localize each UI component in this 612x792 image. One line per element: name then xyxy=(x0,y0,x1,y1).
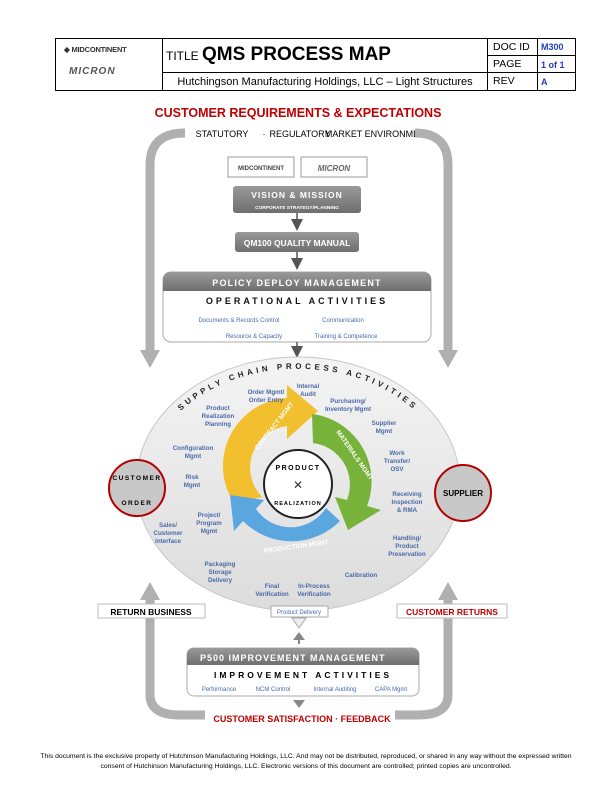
company-emblem-icon: ✕ xyxy=(293,478,303,492)
midcontinent-logo: ◆ MIDCONTINENT xyxy=(64,45,127,54)
midcontinent-small-logo xyxy=(227,156,295,178)
return-business-label: RETURN BUSINESS xyxy=(110,607,192,617)
activity-label: Calibration xyxy=(345,572,378,579)
rev-value: A xyxy=(541,77,548,87)
contract-mgmt-arrow xyxy=(222,385,318,503)
quality-manual-box xyxy=(235,232,359,252)
hub-bottom-label: REALIZATION xyxy=(274,501,322,507)
document-title: QMS PROCESS MAP xyxy=(202,44,391,65)
document-header: ◆ MIDCONTINENT MICRON TITLE QMS PROCESS … xyxy=(55,38,576,91)
company-logos: ◆ MIDCONTINENT MICRON xyxy=(56,39,163,90)
operational-activities: OPERATIONAL ACTIVITIES xyxy=(206,296,388,306)
product-delivery-label: Product Delivery xyxy=(277,610,321,616)
svg-text:·: · xyxy=(263,129,266,139)
improvement-item: Performance xyxy=(202,687,237,693)
materials-mgmt-arrow xyxy=(312,414,381,530)
svg-text:QM100 QUALITY MANUAL: QM100 QUALITY MANUAL xyxy=(244,238,351,248)
policy-item: Communication xyxy=(322,318,364,324)
svg-text:·: · xyxy=(336,129,339,139)
product-realization-hub xyxy=(263,449,333,519)
left-bottom-flow-arrow xyxy=(145,600,205,720)
improvement-item: CAPA Mgmt xyxy=(375,687,408,693)
env-market: MARKET ENVIRONMENT xyxy=(325,129,432,139)
customer-returns-box xyxy=(396,603,508,619)
customer-order-label: CUSTOMER xyxy=(112,475,161,482)
svg-text:MIDCONTINENT: MIDCONTINENT xyxy=(238,166,284,172)
hub-top-label: PRODUCT xyxy=(275,465,320,472)
svg-text:MICRON: MICRON xyxy=(318,164,351,173)
improvement-activities: IMPROVEMENT ACTIVITIES xyxy=(214,670,392,680)
activity-label: Order Mgmt/Order Entry xyxy=(248,389,285,404)
doc-id-value: M300 xyxy=(541,42,564,52)
policy-item: Training & Competence xyxy=(315,334,378,340)
title-label: TITLE xyxy=(166,49,199,63)
page-label: PAGE xyxy=(493,58,522,70)
micron-small-logo xyxy=(300,156,368,178)
svg-text:ORDER: ORDER xyxy=(122,500,153,507)
customer-order-node xyxy=(108,459,166,517)
policy-item: Documents & Records Control xyxy=(198,318,279,324)
svg-text:VISION & MISSION: VISION & MISSION xyxy=(251,190,343,200)
supplier-node xyxy=(434,464,492,522)
rev-label: REV xyxy=(493,75,515,87)
improvement-item: NCM Control xyxy=(256,687,291,693)
customer-satisfaction-label: CUSTOMER SATISFACTION · FEEDBACK xyxy=(213,714,391,724)
customer-requirements-heading: CUSTOMER REQUIREMENTS & EXPECTATIONS xyxy=(155,106,442,120)
env-statutory: STATUTORY xyxy=(196,129,249,139)
right-bottom-flow-arrow xyxy=(395,600,453,720)
improvement-item: Internal Auditing xyxy=(313,687,356,693)
svg-text:CORPORATE STRATEGY/PLANNING: CORPORATE STRATEGY/PLANNING xyxy=(255,205,339,211)
supplier-label: SUPPLIER xyxy=(443,489,483,498)
policy-title: POLICY DEPLOY MANAGEMENT xyxy=(212,278,381,288)
env-regulatory: REGULATORY xyxy=(269,129,330,139)
left-top-flow-arrow xyxy=(145,128,186,350)
production-mgmt-arrow xyxy=(230,495,340,542)
improvement-title: P500 IMPROVEMENT MANAGEMENT xyxy=(200,653,386,663)
vision-mission-box xyxy=(233,186,361,213)
return-business-box xyxy=(97,603,206,619)
doc-id-label: DOC ID xyxy=(493,41,530,53)
activity-label: Purchasing/Inventory Mgmt xyxy=(325,398,371,413)
page-value: 1 of 1 xyxy=(541,60,565,70)
customer-returns-label: CUSTOMER RETURNS xyxy=(406,607,498,617)
right-top-flow-arrow xyxy=(414,128,453,350)
micron-logo: MICRON xyxy=(69,66,116,77)
policy-item: Resource & Capacity xyxy=(226,334,282,340)
product-delivery-box xyxy=(270,605,329,618)
midcontinent-logo-text: MIDCONTINENT xyxy=(71,45,127,54)
document-subtitle: Hutchingson Manufacturing Holdings, LLC … xyxy=(163,72,487,90)
footer-disclaimer: This document is the exclusive property … xyxy=(40,753,572,770)
